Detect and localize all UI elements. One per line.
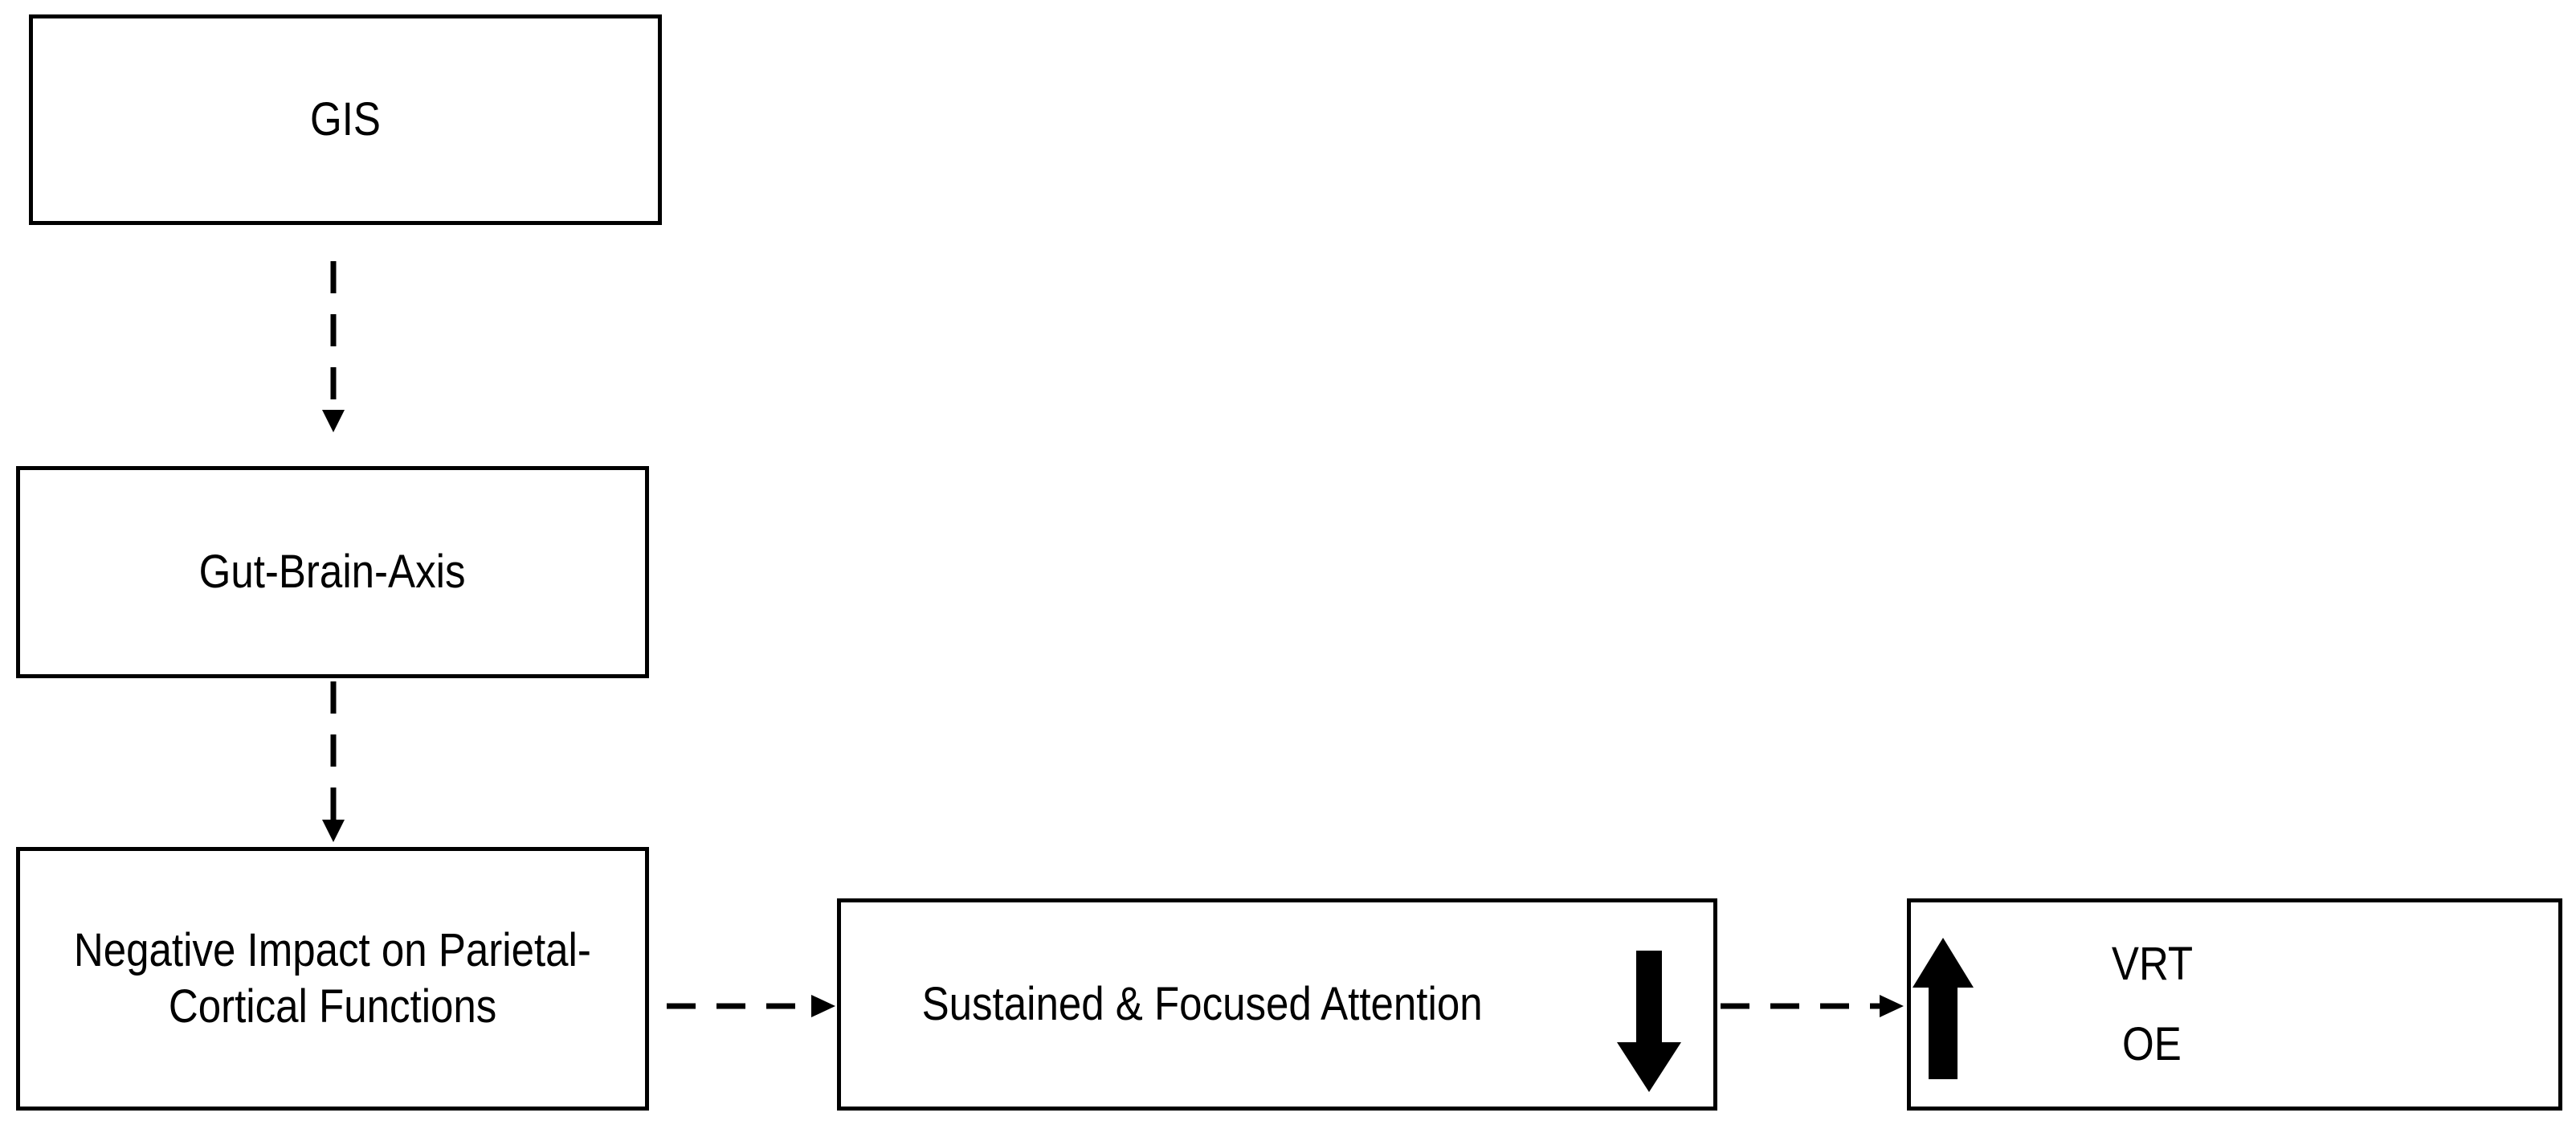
node-attention-label: Sustained & Focused Attention: [921, 978, 1484, 1031]
edge-gis-to-gut-brain-axis: [322, 261, 345, 432]
edge-gut-brain-axis-to-negative-impact: [322, 681, 345, 842]
node-negative-impact: Negative Impact on Parietal- Cortical Fu…: [16, 847, 649, 1111]
node-gis-label: GIS: [310, 93, 381, 146]
edge-negative-impact-to-attention: [667, 995, 835, 1017]
node-outcomes: VRT OE: [1907, 898, 2562, 1111]
node-negative-impact-line2: Cortical Functions: [168, 980, 497, 1033]
node-negative-impact-line1: Negative Impact on Parietal-: [74, 924, 591, 977]
edge-attention-to-outcomes: [1721, 995, 1904, 1017]
decrease-arrow-icon: [1617, 951, 1681, 1092]
node-gut-brain-axis: Gut-Brain-Axis: [16, 466, 649, 678]
increase-arrow-icon: [1913, 938, 1974, 1079]
node-outcomes-line1: VRT: [2111, 938, 2193, 991]
node-gut-brain-axis-label: Gut-Brain-Axis: [199, 546, 466, 599]
node-attention: Sustained & Focused Attention: [837, 898, 1717, 1111]
node-gis: GIS: [29, 14, 662, 225]
node-outcomes-line2: OE: [2122, 1018, 2182, 1070]
